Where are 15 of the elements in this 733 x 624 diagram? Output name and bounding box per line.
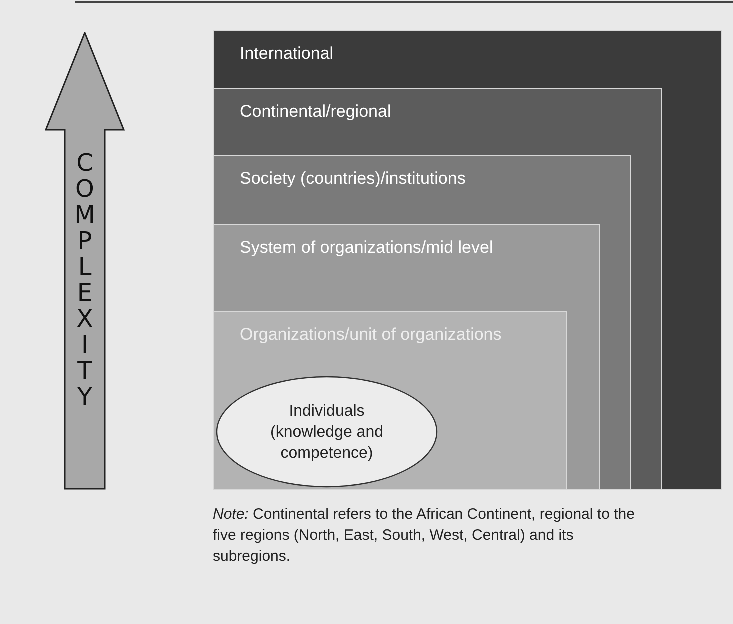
vertical-label: COMPLEXITY [74, 150, 96, 410]
level-label: Continental/regional [240, 102, 392, 122]
ellipse-shape [216, 376, 438, 488]
up-arrow [45, 32, 125, 490]
level-label: International [240, 44, 334, 64]
node-label: Individuals (knowledge and competence) [270, 402, 384, 464]
level-box [213, 88, 662, 490]
level-box [213, 311, 567, 490]
level-box [213, 224, 600, 490]
note-text: Note: Continental refers to the African Continent, regional to the five regions (North, East, South, West, Central) and its subregions. [213, 505, 636, 567]
level-box [213, 30, 722, 490]
level-label: Society (countries)/institutions [240, 169, 466, 189]
level-label: System of organizations/mid level [240, 238, 494, 258]
level-box [213, 155, 631, 490]
level-label: Organizations/unit of organizations [240, 325, 502, 345]
